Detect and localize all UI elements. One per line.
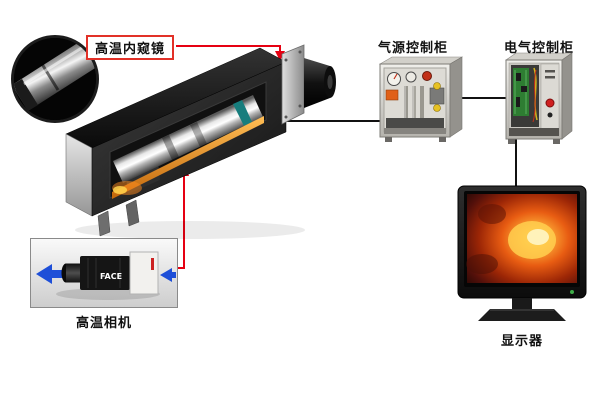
furnace-hotspot-core xyxy=(527,229,549,245)
monitor xyxy=(457,185,587,321)
yellow-wire xyxy=(533,67,538,121)
vent-slot xyxy=(545,76,555,79)
air-cabinet-label: 气源控制柜 xyxy=(378,41,449,56)
camera-logo: FACE xyxy=(100,272,122,281)
monitor-label: 显示器 xyxy=(500,334,543,349)
heat-glow xyxy=(113,186,127,194)
pcb-chip xyxy=(516,73,521,81)
camera-photo: FACE xyxy=(30,238,178,308)
endoscope-tip xyxy=(14,39,96,111)
pointer-camera-link xyxy=(178,174,185,269)
red-gauge xyxy=(422,71,432,81)
pcb-chip xyxy=(516,97,520,107)
endoscope-tip-ring xyxy=(40,63,60,91)
lens-pupil xyxy=(327,75,333,89)
housing-leg xyxy=(97,210,111,237)
camera-lens-barrel xyxy=(66,263,81,283)
pointer-endoscope-label xyxy=(176,45,281,52)
tube-collar xyxy=(162,135,179,160)
endoscope-tube xyxy=(113,95,263,183)
flange-bolt xyxy=(284,115,288,119)
air-control-cabinet xyxy=(378,56,464,142)
cabinet-side-face xyxy=(561,52,573,140)
flange-plate xyxy=(281,44,305,125)
endoscope-label: 高温内窥镜 xyxy=(95,42,166,57)
furnace-dark-spot xyxy=(478,204,506,224)
yellow-valve-knob xyxy=(433,104,441,112)
flange-bolt xyxy=(284,58,288,62)
cabinet-base-unit xyxy=(509,128,559,136)
flange-bolt xyxy=(298,104,302,108)
endoscope-tip-highlight xyxy=(23,42,89,86)
cabinet-foot xyxy=(439,137,446,142)
gauge-needle xyxy=(393,73,398,80)
electrical-control-cabinet xyxy=(505,52,573,144)
camera-label: 高温相机 xyxy=(75,316,132,331)
power-led-icon xyxy=(570,290,574,294)
protective-housing xyxy=(65,44,336,239)
cabinet-plinth xyxy=(384,128,446,134)
pressure-gauge xyxy=(405,71,417,83)
pcb-chip xyxy=(521,86,527,92)
endoscope-label-box: 高温内窥镜 xyxy=(86,35,175,60)
housing-leg xyxy=(125,199,140,227)
cabinet-foot xyxy=(385,137,392,142)
cabinet-side-face xyxy=(449,56,463,138)
electrical-cabinet-label: 电气控制柜 xyxy=(504,41,575,56)
valve-block xyxy=(429,87,445,105)
red-wire xyxy=(532,69,537,123)
red-button xyxy=(545,98,555,108)
rear-block-marking xyxy=(151,258,154,270)
cabinet-top-face xyxy=(378,56,464,65)
camera-body xyxy=(80,256,130,290)
endoscope-photo xyxy=(11,35,99,123)
tube-teal-ring xyxy=(233,100,252,126)
monitor-base xyxy=(478,309,566,321)
vent-slot xyxy=(545,70,555,73)
cabinet-foot xyxy=(553,139,560,144)
black-knob xyxy=(547,112,553,118)
orange-regulator xyxy=(385,89,399,101)
housing-shadow xyxy=(75,221,305,239)
furnace-dark-spot xyxy=(466,254,498,274)
cabinet-base-unit xyxy=(386,118,444,128)
blue-arrow-right-icon xyxy=(160,268,176,282)
lens-head xyxy=(304,58,330,108)
housing-end-face xyxy=(65,133,93,217)
yellow-valve-knob xyxy=(433,82,441,90)
tube-collar xyxy=(190,122,207,147)
blue-arrow-left-icon xyxy=(36,264,64,284)
guide-rail xyxy=(112,116,264,199)
flange-bolt xyxy=(298,50,302,54)
endoscope-tip-bevel xyxy=(14,79,38,111)
cabinet-foot xyxy=(508,139,515,144)
monitor-neck xyxy=(512,298,532,309)
